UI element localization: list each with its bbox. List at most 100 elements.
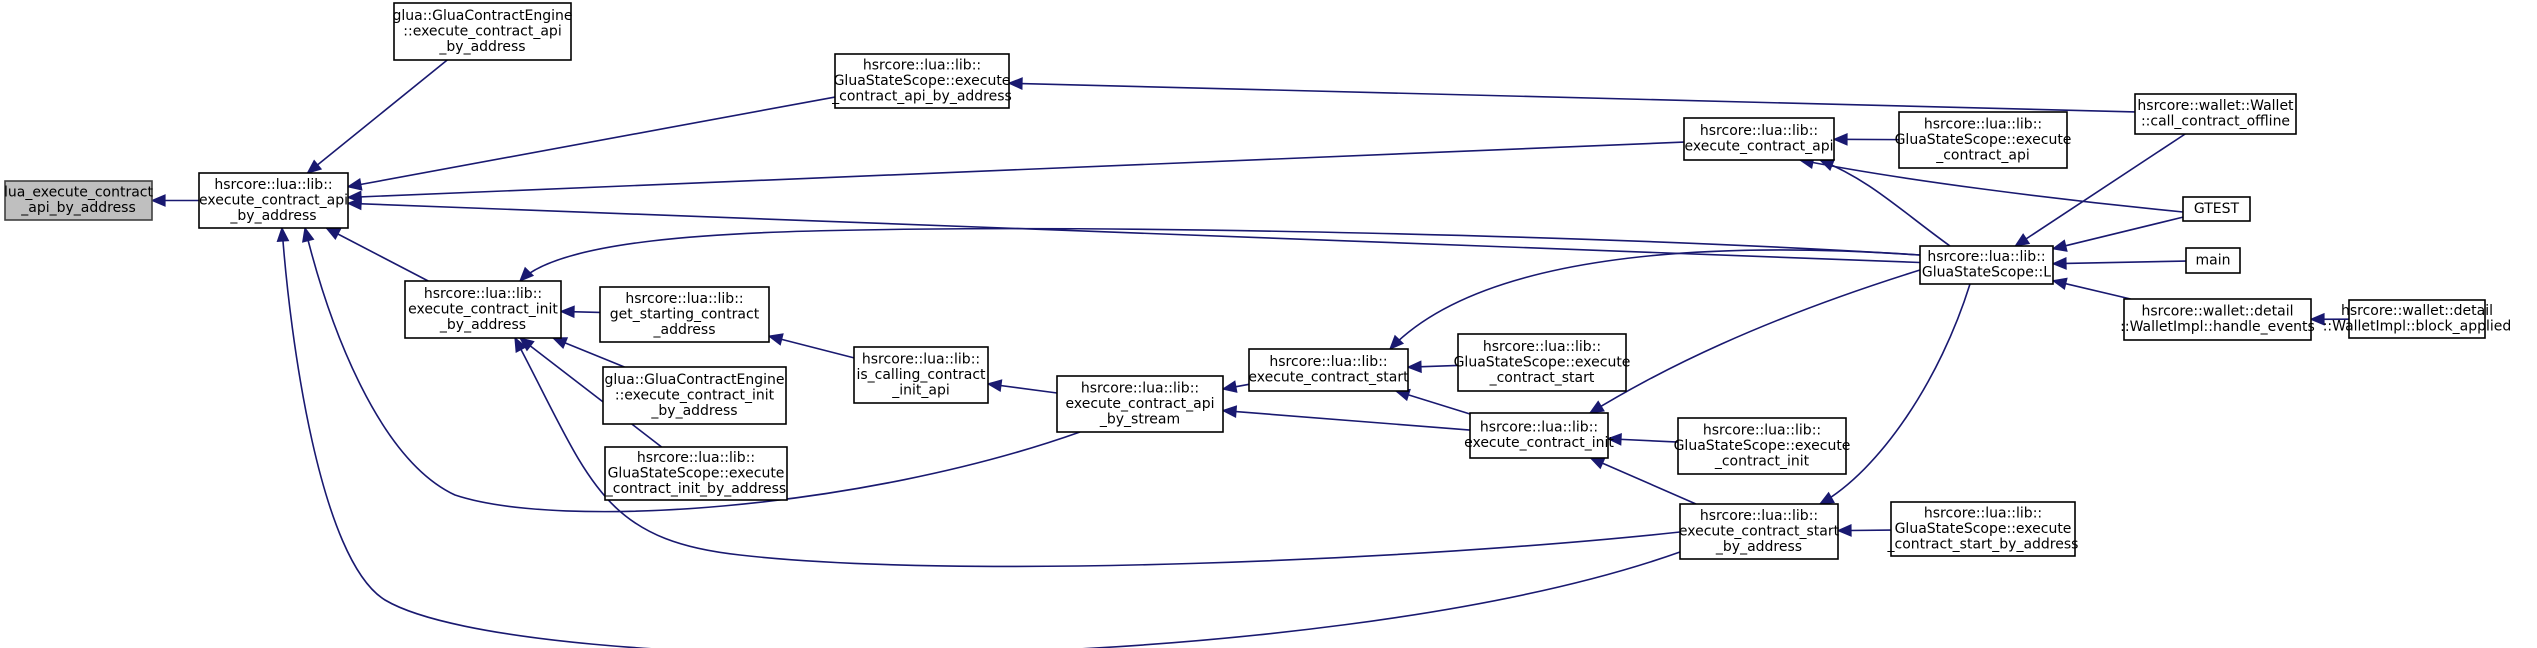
node-box[interactable] [4, 180, 153, 221]
node-n20[interactable]: GTEST [2182, 196, 2251, 222]
node-n0[interactable]: lua_execute_contract_api_by_address [4, 180, 154, 221]
node-label-line: execute_contract_init [1464, 435, 1614, 451]
edge-arrowhead [2014, 233, 2031, 247]
node-label-line: hsrcore::lua::lib:: [1927, 249, 2045, 265]
edge-n15-to-n1 [281, 227, 1681, 648]
node-n23[interactable]: hsrcore::wallet::detail::WalletImpl::blo… [2323, 299, 2512, 339]
node-label-line: _by_address [439, 317, 526, 333]
node-box[interactable] [1469, 412, 1609, 459]
node-n10[interactable]: hsrcore::lua::lib::execute_contract_api_… [1056, 375, 1224, 433]
node-box[interactable] [834, 53, 1010, 109]
node-label-line: _by_address [229, 208, 316, 224]
node-n14[interactable]: hsrcore::lua::lib::GluaStateScope::execu… [1674, 417, 1851, 475]
node-label-line: glua::GluaContractEngine [392, 8, 572, 24]
node-n4[interactable]: hsrcore::lua::lib::execute_contract_api [1683, 117, 1835, 161]
edge-arrowhead [1221, 380, 1238, 393]
node-label-line: execute_contract_api [1065, 396, 1214, 412]
nodes-layer: lua_execute_contract_api_by_addresshsrco… [4, 2, 2512, 560]
node-box[interactable] [599, 286, 770, 343]
node-n16[interactable]: hsrcore::lua::lib::GluaStateScope::execu… [1887, 501, 2079, 557]
node-box[interactable] [1677, 417, 1847, 475]
node-box[interactable] [2182, 196, 2251, 222]
node-n17[interactable]: hsrcore::lua::lib::GluaStateScope::execu… [1895, 111, 2072, 169]
edge-n4-to-n1 [347, 141, 1685, 199]
edge-arrowhead [150, 194, 166, 207]
node-box[interactable] [2348, 299, 2486, 339]
edge-n18-to-n11 [1389, 249, 1921, 350]
node-n8[interactable]: hsrcore::lua::lib::GluaStateScope::execu… [604, 446, 788, 501]
node-n15[interactable]: hsrcore::lua::lib::execute_contract_star… [1679, 503, 1840, 560]
node-label-line: hsrcore::lua::lib:: [214, 177, 332, 193]
edge-n18-to-n13 [1589, 269, 1921, 414]
node-box[interactable] [1457, 333, 1627, 392]
node-label-line: hsrcore::lua::lib:: [625, 291, 743, 307]
node-label-line: ::execute_contract_api [403, 23, 561, 39]
node-label-line: hsrcore::wallet::detail [2341, 303, 2493, 319]
node-label-line: hsrcore::wallet::detail [2141, 304, 2293, 320]
node-box[interactable] [1679, 503, 1839, 560]
edge-arrowhead [514, 336, 528, 354]
node-box[interactable] [602, 366, 787, 425]
node-box[interactable] [1248, 348, 1409, 392]
edge-arrowhead [1588, 400, 1605, 414]
node-label-line: execute_contract_start [1679, 523, 1840, 539]
node-n11[interactable]: hsrcore::lua::lib::execute_contract_star… [1248, 348, 1409, 392]
node-box[interactable] [1898, 111, 2068, 169]
edge-arrowhead [1406, 360, 1422, 374]
node-box[interactable] [853, 346, 989, 404]
edge-arrowhead [518, 266, 535, 283]
node-box[interactable] [1683, 117, 1835, 161]
node-n18[interactable]: hsrcore::lua::lib::GluaStateScope::L [1919, 245, 2054, 285]
edge-n9-to-n6 [768, 335, 855, 359]
node-n7[interactable]: glua::GluaContractEngine::execute_contra… [602, 366, 787, 425]
edge-n20-to-n4 [1799, 159, 2184, 213]
node-label-line: glua::GluaContractEngine [604, 372, 784, 388]
edge-arrowhead [1818, 491, 1835, 505]
node-label-line: hsrcore::lua::lib:: [1703, 422, 1821, 438]
edge-arrowhead [551, 337, 569, 350]
node-box[interactable] [1919, 245, 2054, 285]
edge-n15-to-n13 [1590, 457, 1697, 505]
edge-n18-to-n1 [347, 202, 1921, 264]
node-label-line: ::WalletImpl::handle_events [2120, 319, 2315, 335]
node-box[interactable] [1890, 501, 2076, 557]
node-box[interactable] [198, 172, 349, 229]
node-label-line: hsrcore::lua::lib:: [424, 286, 542, 302]
node-box[interactable] [604, 446, 788, 501]
edge-arrowhead [1836, 524, 1852, 537]
edge-n13-to-n10 [1222, 409, 1471, 431]
node-label-line: _contract_start [1489, 370, 1595, 386]
node-n2[interactable]: glua::GluaContractEngine::execute_contra… [392, 2, 573, 61]
node-n12[interactable]: hsrcore::lua::lib::GluaStateScope::execu… [1454, 333, 1631, 392]
node-n19[interactable]: hsrcore::wallet::Wallet::call_contract_o… [2134, 93, 2297, 135]
node-label-line: hsrcore::lua::lib:: [637, 450, 755, 466]
node-label-line: GluaStateScope::execute [834, 73, 1011, 89]
edge-arrowhead [276, 226, 290, 243]
node-label-line: _by_address [1715, 539, 1802, 555]
node-n13[interactable]: hsrcore::lua::lib::execute_contract_init [1464, 412, 1614, 459]
edge-arrowhead [2051, 257, 2067, 270]
node-n21[interactable]: main [2185, 247, 2241, 274]
node-box[interactable] [2185, 247, 2241, 274]
node-label-line: GluaStateScope::L [1922, 265, 2051, 281]
node-n9[interactable]: hsrcore::lua::lib::is_calling_contract_i… [853, 346, 989, 404]
edge-n18-to-n4 [1819, 159, 1951, 247]
edge-arrowhead [986, 379, 1003, 393]
node-box[interactable] [2123, 298, 2312, 341]
node-label-line: GluaStateScope::execute [608, 465, 785, 481]
node-label-line: _api_by_address [20, 200, 136, 216]
node-box[interactable] [2134, 93, 2297, 135]
node-n3[interactable]: hsrcore::lua::lib::GluaStateScope::execu… [831, 53, 1012, 109]
node-n1[interactable]: hsrcore::lua::lib::execute_contract_api_… [198, 172, 349, 229]
node-box[interactable] [393, 2, 572, 61]
node-label-line: hsrcore::lua::lib:: [1483, 339, 1601, 355]
node-n6[interactable]: hsrcore::lua::lib::get_starting_contract… [599, 286, 770, 343]
node-box[interactable] [1056, 375, 1224, 433]
node-n22[interactable]: hsrcore::wallet::detail::WalletImpl::han… [2120, 298, 2315, 341]
edge-n10-to-n1 [304, 227, 1081, 513]
node-label-line: ::WalletImpl::block_applied [2323, 319, 2512, 335]
node-n5[interactable]: hsrcore::lua::lib::execute_contract_init… [404, 280, 562, 339]
edge-arrowhead [767, 333, 784, 346]
node-box[interactable] [404, 280, 562, 339]
edge-arrowhead [1589, 457, 1606, 470]
